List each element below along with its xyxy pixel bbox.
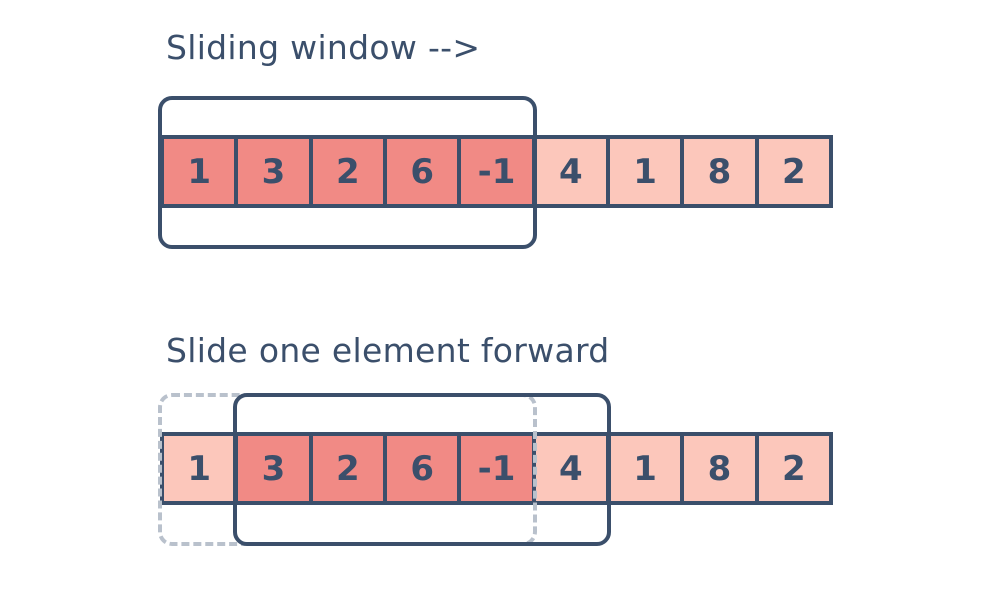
array-cell: 1 [164, 139, 235, 204]
caption-sliding-window: Sliding window --> [166, 28, 481, 67]
array-top: 1 3 2 6 -1 4 1 8 2 [160, 135, 833, 208]
array-cell: 4 [535, 139, 606, 204]
array-cell: 6 [386, 436, 458, 501]
array-cell: 3 [238, 139, 309, 204]
array-cell: -1 [461, 139, 532, 204]
array-bottom: 1 3 2 6 -1 4 1 8 2 [160, 432, 833, 505]
array-cell: 2 [758, 436, 829, 501]
array-cell: 8 [684, 139, 755, 204]
array-cell: 1 [164, 436, 235, 501]
array-cell: 2 [312, 436, 383, 501]
array-cell: 2 [758, 139, 829, 204]
array-cell: 6 [386, 139, 458, 204]
array-cell: 1 [609, 436, 681, 501]
array-cell: 2 [312, 139, 383, 204]
array-cell: 1 [609, 139, 681, 204]
array-cell: 3 [238, 436, 309, 501]
array-cell: 4 [535, 436, 606, 501]
array-cell: -1 [461, 436, 532, 501]
caption-slide-forward: Slide one element forward [166, 331, 610, 370]
array-cell: 8 [684, 436, 755, 501]
